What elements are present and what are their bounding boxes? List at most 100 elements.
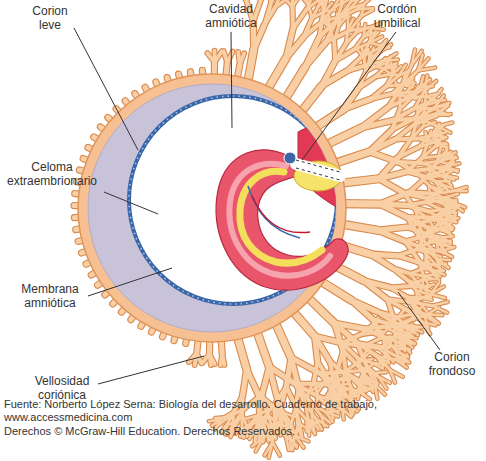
amnion-group bbox=[129, 96, 350, 304]
villus-branch bbox=[412, 294, 430, 302]
villus-branch bbox=[334, 323, 343, 350]
villus-branch bbox=[378, 230, 406, 241]
amniotic-membrane bbox=[129, 96, 337, 304]
villus-branch bbox=[240, 53, 244, 64]
villus-branch bbox=[215, 51, 222, 62]
villus-branch bbox=[305, 42, 326, 67]
villus-branch bbox=[259, 414, 269, 427]
villus-branch bbox=[390, 370, 395, 382]
villus-branch bbox=[439, 230, 450, 232]
villus-branch bbox=[336, 378, 350, 381]
chorionic-villi bbox=[74, 0, 467, 458]
villus-branch bbox=[431, 253, 438, 260]
villus-branch bbox=[439, 201, 449, 202]
part-label: Vellosidad coriónica bbox=[26, 374, 98, 402]
villus-branch bbox=[379, 172, 407, 179]
part-label: Corion frondoso bbox=[420, 350, 484, 378]
villus-branch bbox=[359, 391, 370, 399]
leader-line bbox=[98, 356, 204, 384]
leader-lines bbox=[74, 28, 440, 384]
leader-line bbox=[231, 32, 232, 128]
villus-branch bbox=[411, 127, 423, 139]
villus-branch bbox=[352, 0, 368, 1]
villus-branch bbox=[242, 414, 247, 426]
villus-branch bbox=[265, 7, 276, 24]
villi-pass bbox=[74, 0, 467, 458]
villus-branch bbox=[432, 126, 444, 135]
villus-branch bbox=[375, 75, 388, 77]
villus-branch bbox=[315, 336, 318, 361]
villus-branch bbox=[323, 0, 329, 12]
villus-branch bbox=[335, 50, 354, 61]
villus-branch bbox=[286, 36, 304, 58]
villus-branch bbox=[374, 384, 377, 399]
villus-branch bbox=[407, 220, 429, 227]
villus-branch bbox=[423, 122, 435, 127]
villus-branch bbox=[328, 17, 331, 28]
villus-branch bbox=[350, 5, 362, 9]
villus-branch bbox=[307, 421, 310, 435]
villus-branch bbox=[272, 442, 279, 456]
villus-branch bbox=[409, 176, 427, 193]
villus-branch bbox=[380, 44, 392, 52]
villus-branch bbox=[342, 0, 353, 4]
villus-branch bbox=[423, 287, 431, 292]
villus-branch bbox=[373, 373, 378, 384]
copyright-note: Derechos © McGraw-Hill Education. Derech… bbox=[4, 425, 474, 438]
villus-branch bbox=[346, 33, 356, 44]
extraembryonic-coelom bbox=[88, 84, 336, 332]
villus-branch bbox=[286, 437, 289, 450]
villus-branch bbox=[358, 77, 374, 88]
villus-branch bbox=[262, 367, 269, 395]
villus-branch bbox=[436, 188, 445, 193]
villus-branch bbox=[453, 190, 466, 193]
villus-branch bbox=[401, 319, 412, 326]
amnion-dots bbox=[129, 96, 337, 304]
villus-branch bbox=[379, 343, 389, 349]
villus-branch bbox=[385, 60, 398, 61]
villus-branch bbox=[243, 369, 247, 395]
villus-branch bbox=[403, 70, 418, 85]
villus-branch bbox=[309, 0, 312, 5]
villus-branch bbox=[439, 240, 449, 245]
villus-branch bbox=[407, 205, 428, 211]
villus-branch bbox=[221, 354, 223, 365]
villus-branch bbox=[409, 286, 423, 287]
leader-line bbox=[398, 292, 440, 350]
villus-branch bbox=[363, 280, 387, 299]
villus-branch bbox=[428, 170, 445, 175]
villus-branch bbox=[438, 150, 448, 160]
villus-branch bbox=[378, 230, 406, 241]
leader-line bbox=[302, 32, 396, 160]
villus-branch bbox=[443, 202, 453, 211]
villus-branch bbox=[427, 314, 439, 323]
villus-branch bbox=[242, 414, 247, 426]
villus-branch bbox=[441, 247, 454, 251]
villus-branch bbox=[209, 420, 221, 422]
villus-branch bbox=[360, 333, 373, 335]
villus-branch bbox=[359, 389, 372, 392]
villus-branch bbox=[379, 179, 404, 194]
villus-branch bbox=[209, 420, 221, 422]
villus-branch bbox=[445, 169, 458, 172]
villus-branch bbox=[371, 94, 392, 99]
part-label: Cordón umbilical bbox=[360, 2, 434, 30]
part-label: Celoma extraembrionario bbox=[0, 160, 104, 188]
villus-branch bbox=[260, 0, 266, 4]
villus-branch bbox=[326, 16, 329, 27]
villus-branch bbox=[282, 0, 292, 7]
villus-branch bbox=[251, 414, 259, 426]
villus-branch bbox=[418, 68, 435, 71]
villus-branch bbox=[441, 251, 452, 257]
villus-branch bbox=[409, 286, 423, 287]
villus-branch bbox=[421, 278, 431, 281]
villus-branch bbox=[361, 10, 373, 16]
villus-branch bbox=[262, 367, 269, 395]
villus-branch bbox=[361, 120, 393, 128]
villus-branch bbox=[431, 294, 445, 298]
villus-branch bbox=[243, 369, 247, 395]
villus-branch bbox=[221, 412, 234, 420]
villus-branch bbox=[221, 354, 223, 365]
part-label: Corion leve bbox=[25, 4, 75, 32]
